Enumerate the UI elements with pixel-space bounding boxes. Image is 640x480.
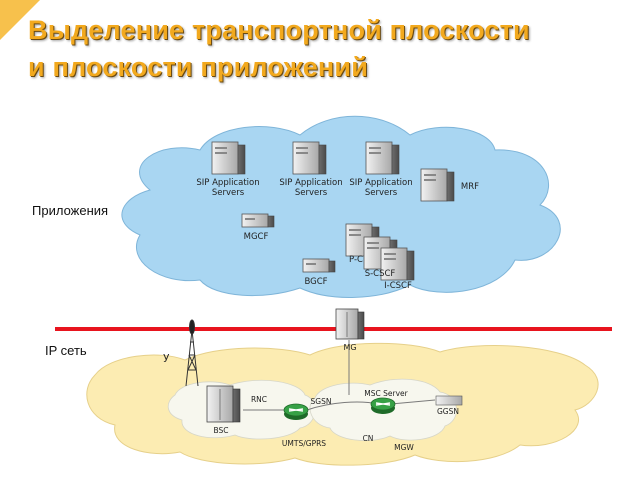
mrf-server-icon [420, 168, 455, 202]
access-subcloud [167, 379, 316, 440]
mgcf-icon [241, 213, 275, 228]
sip-app-server-3-icon [365, 141, 400, 175]
bgcf-icon [302, 258, 336, 273]
sip-app-server-2-label-b: Servers [295, 188, 328, 198]
ggsn-icon [435, 395, 463, 406]
application-cloud [121, 115, 561, 298]
title-line-2: и плоскости приложений [28, 52, 369, 82]
mgw-label: MGW [394, 443, 414, 452]
sip-app-server-1-icon [211, 141, 246, 175]
bsc-label: BSC [213, 426, 228, 435]
mrf-label: MRF [461, 182, 479, 192]
bgcf-label: BGCF [304, 277, 327, 287]
sip-app-server-2-label-a: SIP Application [279, 178, 342, 188]
msc-router-icon [370, 397, 396, 415]
ggsn-label: GGSN [437, 407, 459, 416]
media-gateway-icon [335, 308, 365, 340]
pcscf-label: P-C [349, 255, 363, 265]
sip-app-server-1-label-b: Servers [212, 188, 245, 198]
sgsn-router-icon [283, 403, 309, 421]
rnc-label: RNC [251, 395, 267, 404]
title-line-1: Выделение транспортной плоскости [28, 15, 530, 45]
scscf-label: S-CSCF [365, 269, 396, 279]
mgcf-label: MGCF [244, 232, 269, 242]
sgsn-label: SGSN [311, 397, 332, 406]
sip-app-server-2-icon [292, 141, 327, 175]
slide-title: Выделение транспортной плоскости и плоск… [28, 12, 530, 86]
umts-gprs-label: UMTS/GPRS [282, 439, 326, 448]
bsc-rack-icon [206, 385, 241, 423]
antenna-symbol-icon: y [163, 350, 170, 363]
sip-app-server-1-label-a: SIP Application [196, 178, 259, 188]
sip-app-server-3-label-a: SIP Application [349, 178, 412, 188]
ip-network-label: IP сеть [45, 343, 87, 358]
radio-tower-icon [185, 319, 199, 387]
mg-label: MG [343, 343, 356, 352]
applications-label: Приложения [32, 203, 109, 218]
sip-app-server-3-label-b: Servers [365, 188, 398, 198]
msc-server-label: MSC Server [364, 389, 408, 398]
cn-label: CN [363, 434, 374, 443]
icscf-label: I-CSCF [384, 281, 412, 291]
corner-accent [0, 0, 40, 40]
